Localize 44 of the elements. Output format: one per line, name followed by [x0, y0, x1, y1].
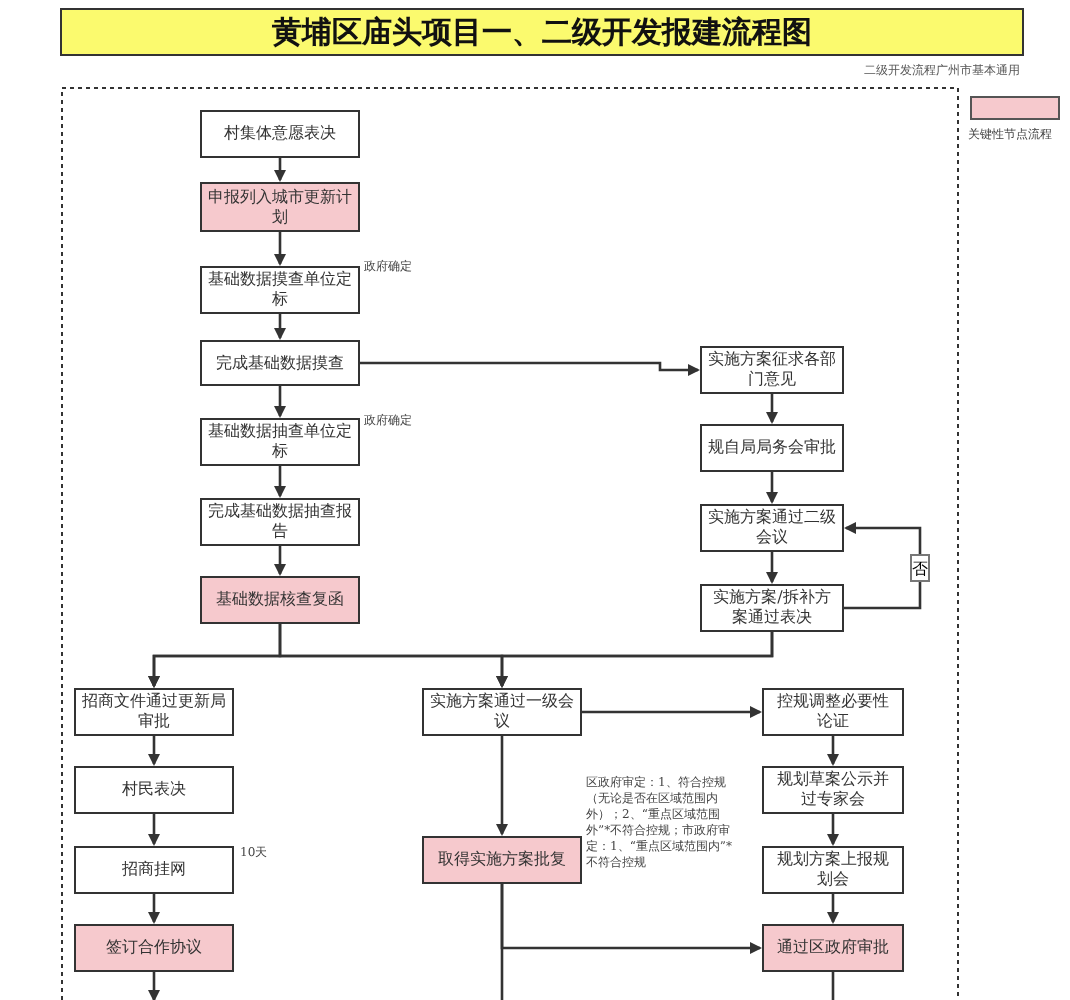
process-box: 实施方案通过二级会议: [700, 504, 844, 552]
connector-arrow: [148, 894, 160, 924]
connector-arrow: [766, 394, 778, 424]
connector-arrow: [274, 158, 286, 182]
connector-arrow: [827, 814, 839, 846]
process-box: 完成基础数据抽查报告: [200, 498, 360, 546]
process-box: 招商文件通过更新局审批: [74, 688, 234, 736]
key-step-box: 取得实施方案批复: [422, 836, 582, 884]
connector-arrow: [274, 386, 286, 418]
process-box: 实施方案征求各部门意见: [700, 346, 844, 394]
process-box: 招商挂网: [74, 846, 234, 894]
connector-arrow: [148, 736, 160, 766]
title-banner: 黄埔区庙头项目一、二级开发报建流程图: [60, 8, 1024, 56]
key-step-box: 签订合作协议: [74, 924, 234, 972]
connector-arrow: [360, 361, 700, 376]
connector-arrow: [766, 472, 778, 504]
edge-label: 否: [910, 554, 930, 582]
key-step-box: 申报列入城市更新计划: [200, 182, 360, 232]
process-box: 基础数据抽查单位定标: [200, 418, 360, 466]
process-box: 基础数据摸查单位定标: [200, 266, 360, 314]
process-box: 村集体意愿表决: [200, 110, 360, 158]
connector-arrow: [496, 736, 508, 836]
process-box: 实施方案通过一级会议: [422, 688, 582, 736]
connector-arrow: [844, 522, 922, 610]
process-box: 控规调整必要性论证: [762, 688, 904, 736]
connector-arrow: [274, 466, 286, 498]
process-box: 实施方案/拆补方案通过表决: [700, 584, 844, 632]
connector-arrow: [496, 632, 774, 688]
connector-arrow: [148, 814, 160, 846]
process-box: 规划方案上报规划会: [762, 846, 904, 894]
connector-arrow: [274, 546, 286, 576]
connector-arrow: [274, 232, 286, 266]
process-box: 完成基础数据摸查: [200, 340, 360, 386]
connector-arrow: [582, 706, 762, 718]
connector-arrow: [827, 736, 839, 766]
process-box: 规划草案公示并过专家会: [762, 766, 904, 814]
process-box: 规自局局务会审批: [700, 424, 844, 472]
connector-arrow: [274, 314, 286, 340]
connector-arrow: [827, 894, 839, 924]
key-step-box: 通过区政府审批: [762, 924, 904, 972]
connector-arrow: [766, 552, 778, 584]
connector-arrow: [148, 972, 160, 1000]
key-step-box: 基础数据核查复函: [200, 576, 360, 624]
process-box: 村民表决: [74, 766, 234, 814]
